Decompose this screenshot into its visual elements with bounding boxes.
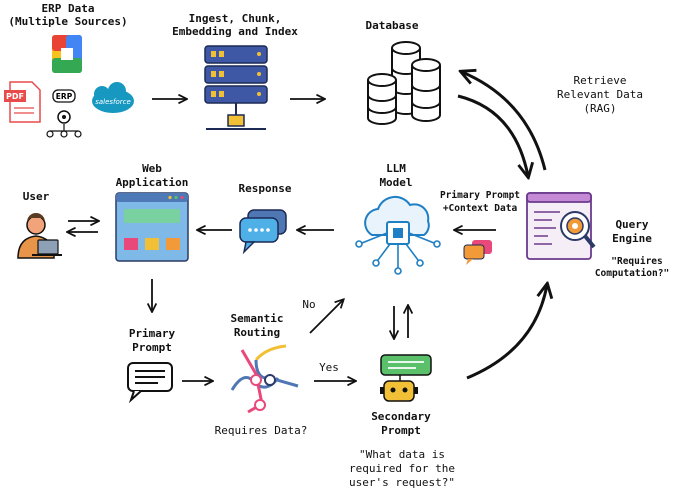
retrieve-label-line2: Relevant Data <box>556 88 644 101</box>
prompt-context-label-line2: +Context Data <box>442 203 518 214</box>
erp-subtitle: (Multiple Sources) <box>8 15 128 28</box>
llm-cloud-icon <box>355 195 441 275</box>
query-engine-label-line2: Engine <box>612 232 652 245</box>
google-drive-icon <box>52 35 82 73</box>
context-chat-icon <box>463 240 492 265</box>
semantic-routing-icon <box>230 344 299 414</box>
secondary-prompt-label-line2: Prompt <box>381 424 421 437</box>
arrow-query-to-database <box>462 72 547 171</box>
erp-icon-label: ERP <box>56 92 73 101</box>
llm-label-line1: LLM <box>386 162 406 175</box>
web-app-label-line2: Application <box>115 176 189 189</box>
web-app-label-line1: Web <box>142 162 162 175</box>
query-engine-note-line2: Computation?" <box>594 268 670 279</box>
pdf-icon: PDF <box>4 81 41 123</box>
secondary-prompt-label-line1: Secondary <box>371 410 431 423</box>
query-engine-label-line1: Query <box>615 218 649 231</box>
query-engine-note-line1: "Requires <box>611 256 663 267</box>
primary-prompt-label-line1: Primary <box>128 327 176 340</box>
pdf-label: PDF <box>6 92 24 101</box>
arrow-routing-to-llm <box>309 300 343 334</box>
branch-yes-label: Yes <box>319 361 339 374</box>
arrows <box>68 72 547 381</box>
retrieve-label-line1: Retrieve <box>573 74 627 87</box>
semantic-routing-label-line2: Routing <box>233 326 281 339</box>
ingest-label-line1: Ingest, Chunk, <box>188 12 282 25</box>
user-with-laptop-icon <box>17 213 62 259</box>
primary-prompt-chat-icon <box>127 362 173 404</box>
user-label: User <box>22 190 50 203</box>
salesforce-icon: salesforce <box>92 82 134 113</box>
requires-data-label: Requires Data? <box>214 424 308 437</box>
response-chat-icon <box>239 209 287 255</box>
secondary-question-line1: "What data is <box>358 448 446 461</box>
erp-title: ERP Data <box>41 2 95 15</box>
semantic-routing-label-line1: Semantic <box>230 312 284 325</box>
llm-label-line2: Model <box>379 176 413 189</box>
arrow-database-to-query <box>457 94 528 176</box>
erp-network-icon: ERP <box>46 89 82 138</box>
query-engine-icon <box>526 192 596 260</box>
secondary-prompt-robot-icon <box>380 354 432 402</box>
database-label: Database <box>365 19 419 32</box>
secondary-question-line3: user's request?" <box>349 476 455 489</box>
server-rack-icon <box>204 45 268 130</box>
arrow-secondary-to-query <box>466 285 547 380</box>
response-label: Response <box>238 182 292 195</box>
branch-no-label: No <box>302 298 316 311</box>
database-icon <box>367 41 441 125</box>
web-application-window-icon <box>115 192 189 262</box>
ingest-label-line2: Embedding and Index <box>172 25 298 38</box>
salesforce-label: salesforce <box>95 98 131 106</box>
secondary-question-line2: required for the <box>349 462 455 475</box>
primary-prompt-label-line2: Prompt <box>132 341 172 354</box>
prompt-context-label-line1: Primary Prompt <box>439 190 521 201</box>
retrieve-label-line3: (RAG) <box>583 102 617 115</box>
